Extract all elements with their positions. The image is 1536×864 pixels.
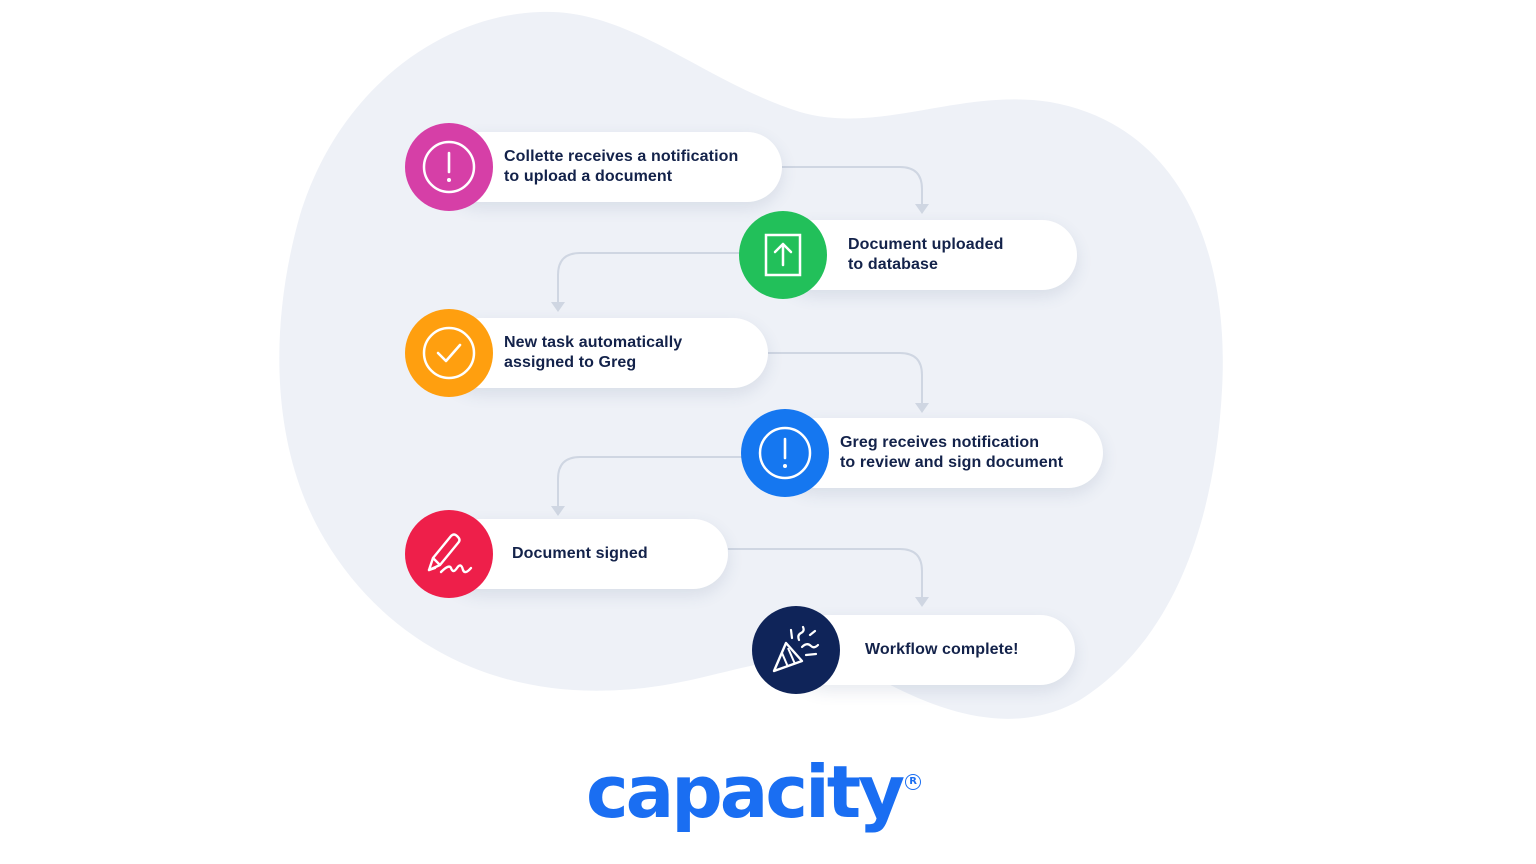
- capacity-logo: capacity R: [586, 750, 922, 842]
- step-label-line-2: to review and sign document: [840, 454, 1064, 471]
- step-label-line-1: Workflow complete!: [865, 641, 1019, 658]
- step-label: Document uploaded to database: [848, 235, 1055, 275]
- check-icon: [405, 309, 493, 397]
- step-label-line-1: New task automatically: [504, 334, 683, 351]
- step-label-line-1: Document uploaded: [848, 236, 1004, 253]
- step-card: Collette receives a notification to uplo…: [445, 132, 782, 202]
- step-card: New task automatically assigned to Greg: [445, 318, 768, 388]
- upload-icon: [739, 211, 827, 299]
- step-card: Greg receives notification to review and…: [781, 418, 1103, 488]
- step-card: Document uploaded to database: [779, 220, 1077, 290]
- registered-mark-icon: R: [905, 774, 922, 790]
- signature-icon: [405, 510, 493, 598]
- alert-icon: [741, 409, 829, 497]
- step-label: Workflow complete!: [865, 640, 1053, 660]
- step-label: Greg receives notification to review and…: [840, 433, 1081, 473]
- step-label-line-2: to database: [848, 256, 939, 273]
- step-label: Collette receives a notification to uplo…: [504, 147, 760, 187]
- step-label-line-2: assigned to Greg: [504, 354, 637, 371]
- step-label: New task automatically assigned to Greg: [504, 333, 746, 373]
- step-label: Document signed: [512, 544, 706, 564]
- party-popper-icon: [752, 606, 840, 694]
- step-label-line-1: Collette receives a notification: [504, 148, 739, 165]
- step-label-line-1: Document signed: [512, 545, 648, 562]
- alert-icon: [405, 123, 493, 211]
- logo-wordmark: capacity: [586, 750, 905, 834]
- step-label-line-1: Greg receives notification: [840, 434, 1040, 451]
- step-label-line-2: to upload a document: [504, 168, 673, 185]
